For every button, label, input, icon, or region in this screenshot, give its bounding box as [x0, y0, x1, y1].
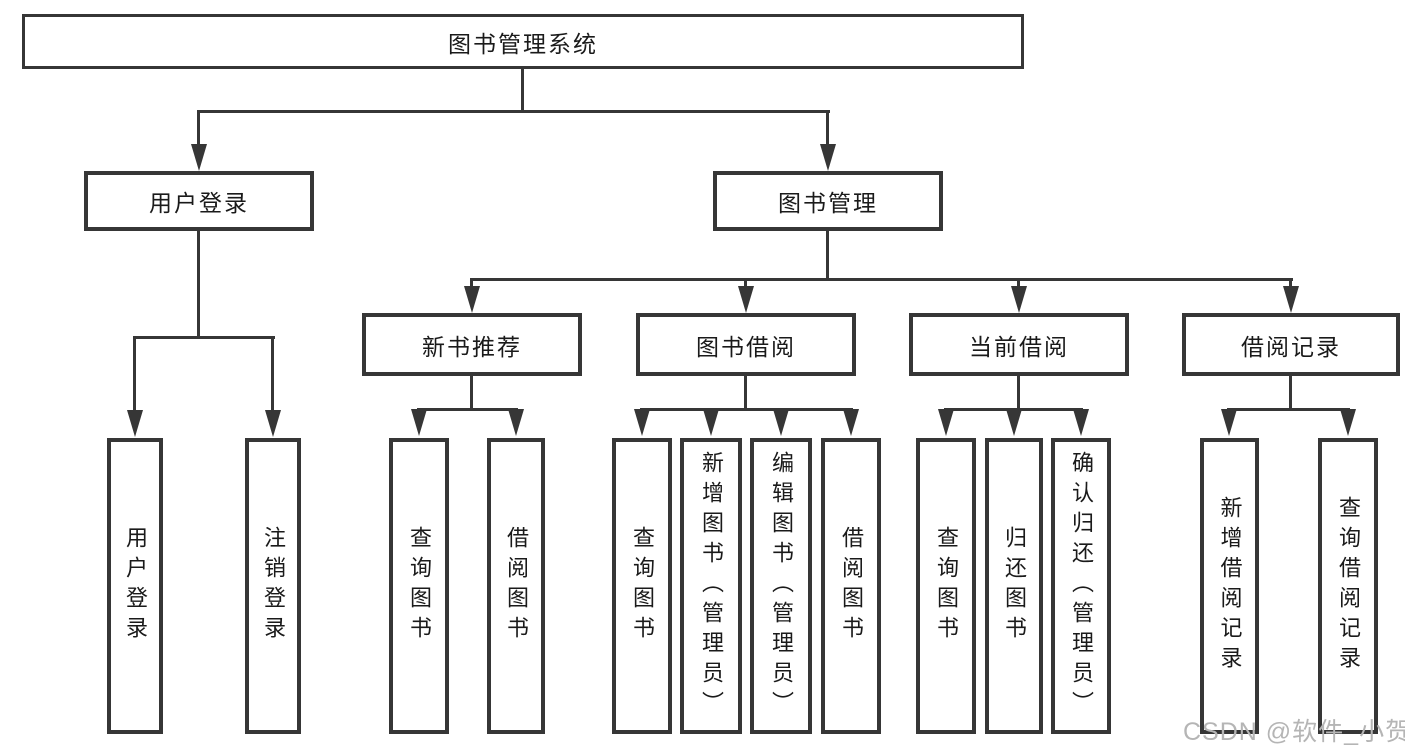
- node-book-borrowing-label: 图书借阅: [696, 333, 796, 360]
- node-user-login-label: 用户登录: [149, 190, 249, 216]
- arrow-down-icon: [773, 409, 789, 436]
- leaf-query-borrow-record: 查询借阅记录: [1318, 438, 1378, 734]
- connector-stub-current: [1017, 278, 1020, 288]
- node-borrowing-records: 借阅记录: [1182, 313, 1400, 376]
- connector-rail-user-login: [133, 336, 275, 339]
- arrow-down-icon: [127, 410, 143, 437]
- arrow-down-icon: [1221, 409, 1237, 436]
- node-user-login: 用户登录: [84, 171, 314, 231]
- connector-records-stub: [1289, 376, 1292, 408]
- arrow-down-icon: [738, 286, 754, 313]
- node-book-management-label: 图书管理: [778, 190, 878, 216]
- connector-stub-borrowing: [744, 278, 747, 288]
- leaf-query-books-3: 查询图书: [916, 438, 976, 734]
- node-new-book-recommend-label: 新书推荐: [422, 333, 522, 360]
- connector-current-stub: [1017, 376, 1020, 408]
- arrow-down-icon: [464, 286, 480, 313]
- leaf-add-borrow-record-label: 新增借阅记录: [1217, 496, 1243, 676]
- arrow-down-icon: [820, 144, 836, 171]
- leaf-query-borrow-record-label: 查询借阅记录: [1336, 496, 1361, 676]
- arrow-down-icon: [634, 409, 650, 436]
- arrow-down-icon: [191, 144, 207, 171]
- leaf-add-books-admin: 新增图书（管理员）: [680, 438, 742, 734]
- leaf-logout: 注销登录: [245, 438, 301, 734]
- leaf-edit-books-admin: 编辑图书（管理员）: [750, 438, 812, 734]
- connector-rail-level3: [470, 278, 1293, 281]
- connector-stub-logout-leaf: [271, 336, 274, 412]
- connector-new-books-stub: [470, 376, 473, 408]
- leaf-user-login-label: 用户登录: [123, 526, 148, 646]
- connector-borrowing-stub: [744, 376, 747, 408]
- node-new-book-recommend: 新书推荐: [362, 313, 582, 376]
- leaf-add-books-admin-label: 新增图书（管理员）: [699, 451, 724, 721]
- connector-root-stub: [521, 69, 524, 110]
- leaf-user-login: 用户登录: [107, 438, 163, 734]
- leaf-logout-label: 注销登录: [261, 526, 286, 646]
- arrow-down-icon: [1283, 286, 1299, 313]
- node-book-borrowing: 图书借阅: [636, 313, 856, 376]
- connector-stub-records: [1289, 278, 1292, 288]
- leaf-confirm-return-admin: 确认归还（管理员）: [1051, 438, 1111, 734]
- leaf-confirm-return-admin-label: 确认归还（管理员）: [1069, 451, 1094, 721]
- connector-rail-level2: [197, 110, 830, 113]
- arrow-down-icon: [1011, 286, 1027, 313]
- node-root: 图书管理系统: [22, 14, 1024, 69]
- connector-rail-records: [1227, 408, 1350, 411]
- arrow-down-icon: [1073, 409, 1089, 436]
- leaf-borrow-books-2: 借阅图书: [821, 438, 881, 734]
- leaf-return-books-label: 归还图书: [1002, 526, 1027, 646]
- leaf-query-books-1-label: 查询图书: [407, 526, 432, 646]
- connector-stub-book-mgmt: [826, 110, 829, 145]
- leaf-borrow-books-1: 借阅图书: [487, 438, 545, 734]
- leaf-query-books-1: 查询图书: [389, 438, 449, 734]
- arrow-down-icon: [843, 409, 859, 436]
- node-current-borrowing-label: 当前借阅: [969, 333, 1069, 360]
- connector-rail-borrowing: [640, 408, 853, 411]
- arrow-down-icon: [703, 409, 719, 436]
- node-borrowing-records-label: 借阅记录: [1241, 333, 1341, 360]
- connector-stub-login-leaf: [133, 336, 136, 412]
- connector-stub-user-login: [197, 110, 200, 145]
- watermark: CSDN @软件_小贺同学: [1183, 718, 1405, 746]
- leaf-edit-books-admin-label: 编辑图书（管理员）: [769, 451, 794, 721]
- arrow-down-icon: [1006, 409, 1022, 436]
- arrow-down-icon: [938, 409, 954, 436]
- connector-rail-new-books: [417, 408, 518, 411]
- arrow-down-icon: [1340, 409, 1356, 436]
- leaf-add-borrow-record: 新增借阅记录: [1200, 438, 1259, 734]
- leaf-borrow-books-1-label: 借阅图书: [504, 526, 529, 646]
- connector-stub-new-books: [470, 278, 473, 288]
- arrow-down-icon: [508, 409, 524, 436]
- leaf-return-books: 归还图书: [985, 438, 1043, 734]
- connector-book-mgmt-stub: [826, 231, 829, 278]
- arrow-down-icon: [265, 410, 281, 437]
- leaf-borrow-books-2-label: 借阅图书: [839, 526, 864, 646]
- node-current-borrowing: 当前借阅: [909, 313, 1129, 376]
- connector-user-login-stub: [197, 231, 200, 336]
- arrow-down-icon: [411, 409, 427, 436]
- node-root-label: 图书管理系统: [448, 30, 598, 57]
- leaf-query-books-3-label: 查询图书: [934, 526, 959, 646]
- leaf-query-books-2: 查询图书: [612, 438, 672, 734]
- node-book-management: 图书管理: [713, 171, 943, 231]
- leaf-query-books-2-label: 查询图书: [630, 526, 655, 646]
